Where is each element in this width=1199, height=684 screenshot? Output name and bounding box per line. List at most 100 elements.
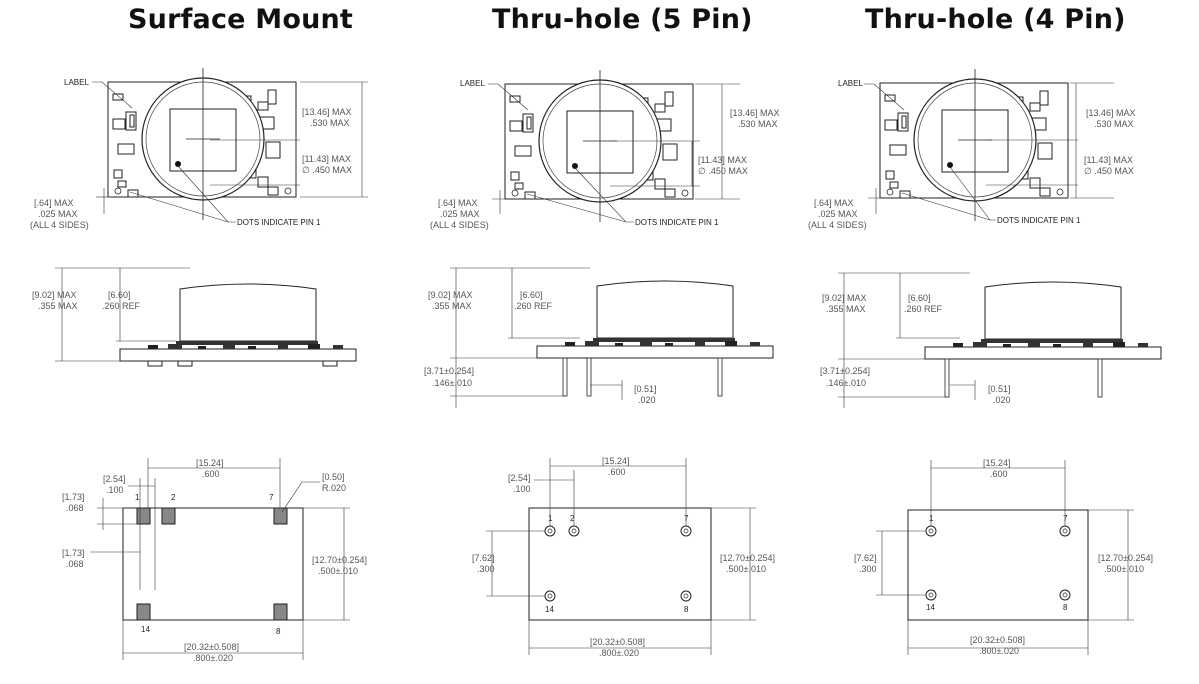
th4-dia-in: ∅ .450 MAX [1084,166,1134,176]
th5-height-mm: [13.46] MAX [730,108,780,118]
th4-width-in: .800±.020 [979,646,1019,656]
th4-bottom-view: 1 7 14 8 [15.24] .600 [7.62] .300 [12.70… [854,458,1153,656]
sm-pitch-mm: [2.54] [103,474,126,484]
sm-top-view: LABEL DOTS INDICATE PIN 1 [13.46] MAX .5… [30,67,368,230]
sm-height-mm-b: [12.70±0.254] [312,555,367,565]
th5-pin-2: 2 [570,514,575,523]
sm-pad-h-in: .068 [66,503,84,513]
th5-height-in: .530 MAX [738,119,778,129]
sm-bottom-view: 1 2 7 14 8 [15.24] .600 [2.54] .100 [0.5… [62,458,367,663]
th4-edge-mm: [.64] MAX [814,198,854,208]
th4-can-in: .260 REF [904,304,943,314]
sm-pin-7: 7 [269,493,274,502]
th4-pin-8: 8 [1063,603,1068,612]
sm-height-in-b: .500±.010 [318,566,358,576]
th4-pin-14: 14 [926,603,935,612]
th5-vert-in: .300 [477,564,495,574]
sm-edge-in: .025 MAX [38,209,78,219]
th5-height-in-b: .500±.010 [726,564,766,574]
th4-width-mm: [20.32±0.508] [970,635,1025,645]
th5-pin-1: 1 [548,514,553,523]
th5-label-text: LABEL [460,79,485,88]
th4-total-in: .355 MAX [826,304,866,314]
th4-span-mm: [15.24] [983,458,1011,468]
th4-height-mm-b: [12.70±0.254] [1098,553,1153,563]
sm-pin-8: 8 [276,627,281,636]
sm-pin1-note: DOTS INDICATE PIN 1 [237,218,321,227]
th5-bottom-view: 1 2 7 14 8 [15.24] .600 [2.54] .100 [7.6… [472,456,775,658]
th4-pin1-note: DOTS INDICATE PIN 1 [997,216,1081,225]
th5-span-in: .600 [608,467,626,477]
sm-span-mm: [15.24] [196,458,224,468]
title-thru-hole-5-pin: Thru-hole (5 Pin) [492,4,753,35]
sm-dia-in: ∅ .450 MAX [302,165,352,175]
th5-side-view: [9.02] MAX .355 MAX [6.60] .260 REF [3.7… [424,267,774,408]
title-thru-hole-4-pin: Thru-hole (4 Pin) [865,4,1126,35]
sm-pin-1: 1 [135,493,140,502]
th4-vert-in: .300 [859,564,877,574]
th5-edge-note: (ALL 4 SIDES) [430,220,489,230]
th4-edge-in: .025 MAX [818,209,858,219]
th4-pinlen-in: .146±.010 [826,378,866,388]
th4-edge-note: (ALL 4 SIDES) [808,220,867,230]
th5-height-mm-b: [12.70±0.254] [720,553,775,563]
th4-height-mm: [13.46] MAX [1086,108,1136,118]
sm-edge-mm: [.64] MAX [34,198,74,208]
th5-pin-7: 7 [684,514,689,523]
sm-width-in: .800±.020 [193,653,233,663]
th4-pinlen-mm: [3.71±0.254] [820,366,870,376]
sm-edge-note: (ALL 4 SIDES) [30,220,89,230]
th5-pin-8: 8 [684,605,689,614]
th5-pinlen-mm: [3.71±0.254] [424,366,474,376]
th5-dia-mm: [11.43] MAX [698,155,747,165]
sm-dia-mm: [11.43] MAX [302,154,351,164]
th5-width-mm: [20.32±0.508] [590,637,645,647]
th5-can-in: .260 REF [514,301,553,311]
th4-pin-7: 7 [1063,514,1068,523]
title-surface-mount: Surface Mount [128,4,354,35]
th4-height-in-b: .500±.010 [1104,564,1144,574]
sm-total-in: .355 MAX [38,301,78,311]
th4-height-in: .530 MAX [1094,119,1134,129]
sm-side-view: [9.02] MAX .355 MAX [6.60] .260 REF [32,267,357,367]
sm-pad-h-mm: [1.73] [62,492,85,502]
sm-pad-w-in: .068 [66,559,84,569]
th5-dia-in: ∅ .450 MAX [698,166,748,176]
th5-total-mm: [9.02] MAX [428,290,473,300]
th4-top-view: LABEL DOTS INDICATE PIN 1 [13.46] MAX .5… [808,68,1136,230]
th5-pin-14: 14 [545,605,554,614]
th5-span-mm: [15.24] [602,456,630,466]
sm-span-in: .600 [202,469,220,479]
th5-pindia-mm: [0.51] [634,384,657,394]
th5-can-mm: [6.60] [520,290,543,300]
th4-dia-mm: [11.43] MAX [1084,155,1133,165]
th4-pin-1: 1 [929,514,934,523]
sm-radius-in: R.020 [322,483,346,493]
sm-can-mm: [6.60] [108,290,131,300]
sm-total-mm: [9.02] MAX [32,290,77,300]
th4-total-mm: [9.02] MAX [822,293,867,303]
th5-pindia-in: .020 [638,395,656,405]
th4-pindia-mm: [0.51] [988,384,1011,394]
th5-total-in: .355 MAX [432,301,472,311]
th5-top-view: LABEL DOTS INDICATE PIN 1 [13.46] MAX .5… [430,69,780,230]
sm-height-in: .530 MAX [310,118,350,128]
sm-radius-mm: [0.50] [322,472,345,482]
th4-vert-mm: [7.62] [854,553,877,563]
th4-label-text: LABEL [838,79,863,88]
th4-side-view: [9.02] MAX .355 MAX [6.60] .260 REF [3.7… [820,272,1162,408]
sm-width-mm: [20.32±0.508] [184,642,239,652]
th4-pindia-in: .020 [993,395,1011,405]
th5-pitch-mm: [2.54] [508,473,531,483]
th5-width-in: .800±.020 [599,648,639,658]
sm-pitch-in: .100 [106,485,124,495]
th5-vert-mm: [7.62] [472,553,495,563]
th4-can-mm: [6.60] [908,293,931,303]
th4-span-in: .600 [990,469,1008,479]
th5-pinlen-in: .146±.010 [432,378,472,388]
th5-pitch-in: .100 [513,484,531,494]
sm-label-text: LABEL [64,78,89,87]
th5-edge-mm: [.64] MAX [438,198,478,208]
th5-pin1-note: DOTS INDICATE PIN 1 [635,218,719,227]
